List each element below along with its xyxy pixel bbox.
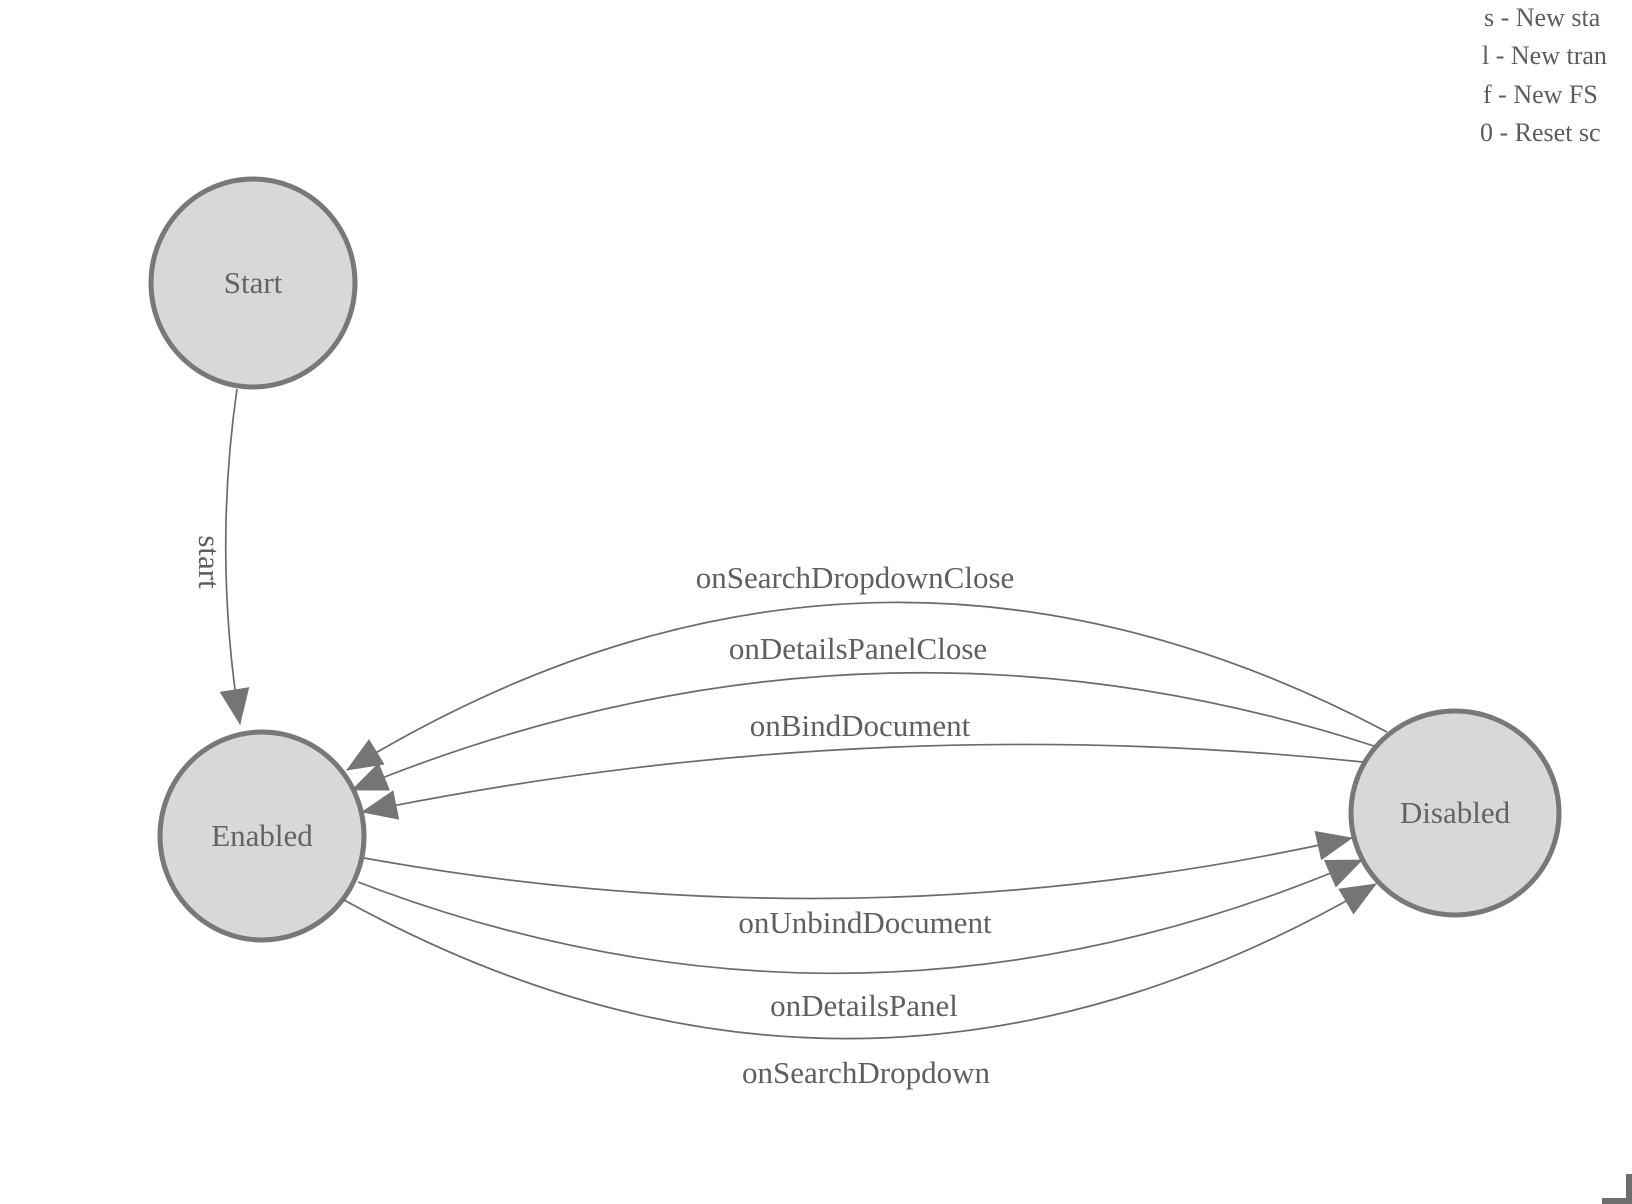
transition-label-ondetailspanelclose: onDetailsPanelClose xyxy=(729,631,987,666)
transition-edge-ondetailspanelclose[interactable] xyxy=(351,671,1375,791)
transition-label-start: start xyxy=(192,535,227,589)
transition-label-onsearchdropdownclose: onSearchDropdownClose xyxy=(696,560,1015,595)
legend-line-new-state: s - New sta xyxy=(1484,3,1601,32)
canvas-corner-bracket xyxy=(1602,1174,1632,1204)
transition-label-onsearchdropdown: onSearchDropdown xyxy=(742,1055,990,1090)
state-node-start[interactable] xyxy=(148,176,358,390)
state-circle-disabled[interactable] xyxy=(1348,708,1562,918)
transition-edge-onsearchdropdown[interactable] xyxy=(343,883,1377,1040)
legend-line-new-fsm: f - New FS xyxy=(1483,80,1598,109)
legend-line-reset: 0 - Reset sc xyxy=(1480,118,1601,147)
state-label-enabled: Enabled xyxy=(211,818,313,853)
transition-label-onunbinddocument: onUnbindDocument xyxy=(738,905,992,940)
transition-edge-start[interactable] xyxy=(219,388,250,725)
state-label-disabled: Disabled xyxy=(1400,795,1511,830)
corner-bracket-horizontal xyxy=(1602,1198,1632,1204)
state-node-enabled[interactable] xyxy=(157,729,367,943)
state-circle-enabled[interactable] xyxy=(157,729,367,943)
state-label-start: Start xyxy=(224,265,283,300)
state-circle-start[interactable] xyxy=(148,176,358,390)
corner-bracket-vertical xyxy=(1626,1174,1632,1204)
transition-edge-onbinddocument[interactable] xyxy=(361,743,1364,820)
transition-edge-onsearchdropdownclose[interactable] xyxy=(346,601,1388,771)
legend-line-new-transition: l - New tran xyxy=(1482,41,1607,70)
transition-label-onbinddocument: onBindDocument xyxy=(750,708,971,743)
state-node-disabled[interactable] xyxy=(1348,708,1562,918)
transition-edge-ondetailspanel[interactable] xyxy=(357,859,1363,975)
transition-label-ondetailspanel: onDetailsPanel xyxy=(770,988,958,1023)
transition-edge-onunbinddocument[interactable] xyxy=(363,831,1353,900)
shortcut-legend: s - New sta l - New tran f - New FS 0 - … xyxy=(1480,3,1607,147)
